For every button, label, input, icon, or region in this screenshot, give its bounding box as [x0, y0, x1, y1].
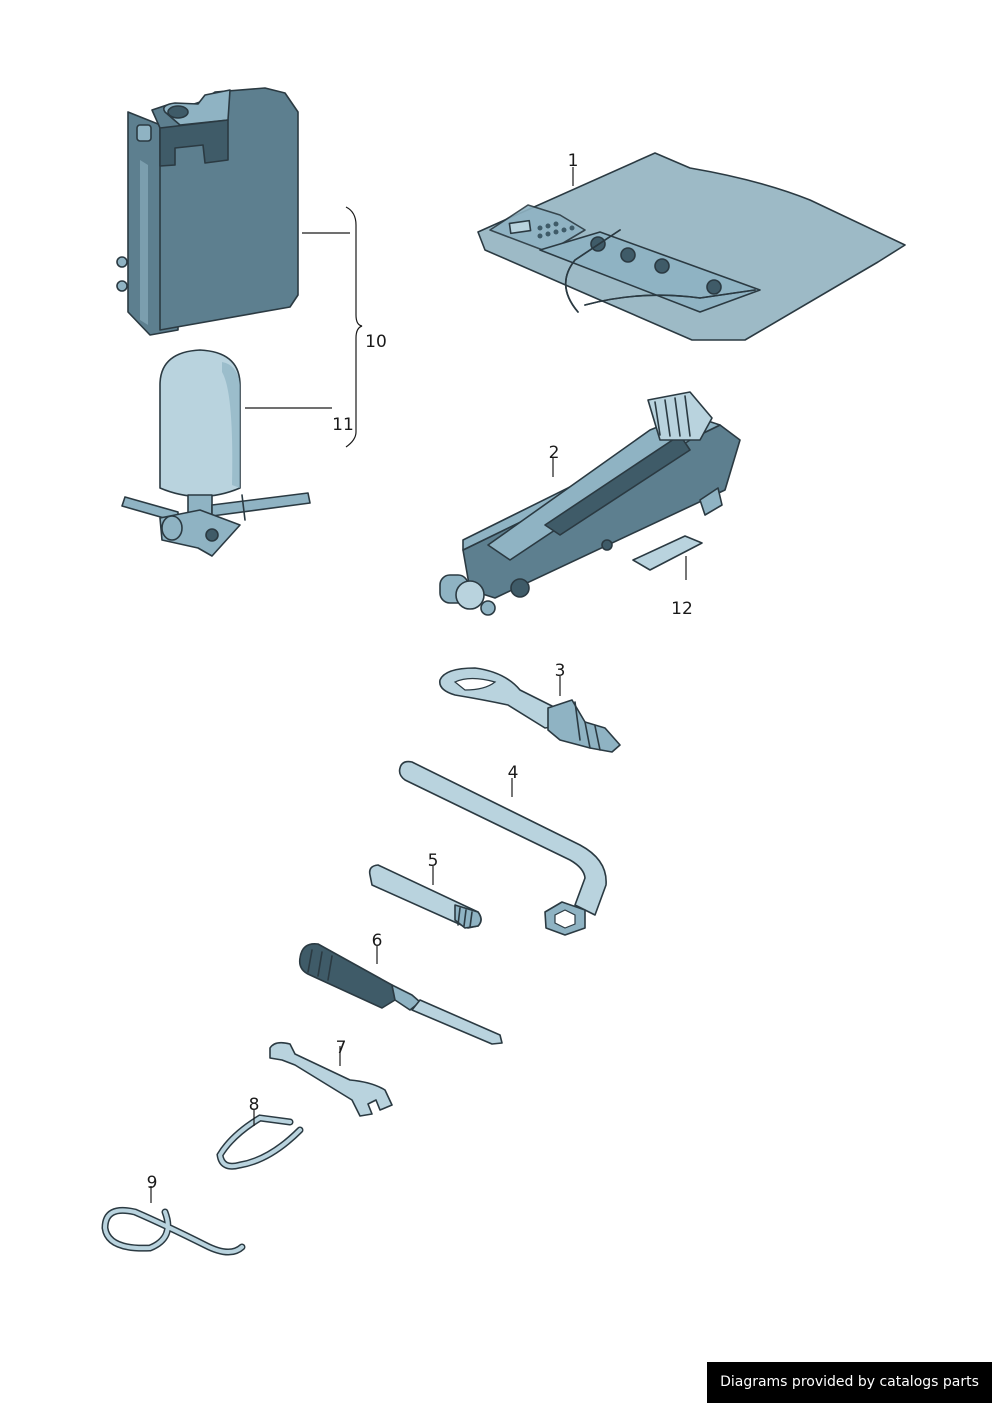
callout-labels: 1 2 3 4 5 6 7 8 9 10 11 12 [147, 151, 693, 1193]
bolt-removal-tool-icon[interactable] [368, 864, 482, 929]
compressor-icon[interactable] [121, 349, 311, 557]
towing-eye-icon[interactable] [438, 667, 621, 753]
wheel-trim-hook-icon[interactable] [216, 1114, 304, 1170]
callout-7: 7 [336, 1038, 347, 1058]
sealant-canister-icon[interactable] [116, 87, 299, 336]
wire-hook-icon[interactable] [101, 1206, 246, 1256]
callout-1: 1 [568, 151, 579, 171]
callout-11: 11 [332, 415, 354, 435]
leader-lines [150, 167, 687, 1203]
screwdriver-icon[interactable] [298, 942, 503, 1045]
callout-10: 10 [365, 332, 387, 352]
label-sticker-icon [632, 535, 703, 571]
tool-roll-icon[interactable] [477, 152, 906, 341]
callout-8: 8 [249, 1095, 260, 1115]
group-bracket [345, 206, 363, 448]
callout-4: 4 [508, 763, 519, 783]
callout-5: 5 [428, 851, 439, 871]
callout-2: 2 [549, 443, 560, 463]
callout-3: 3 [555, 661, 566, 681]
credit-banner: Diagrams provided by catalogs parts [707, 1362, 992, 1403]
wheel-brace-icon[interactable] [398, 760, 607, 936]
callout-6: 6 [372, 931, 383, 951]
open-end-wrench-icon[interactable] [269, 1041, 393, 1117]
scissor-jack-icon[interactable] [439, 391, 741, 616]
callout-9: 9 [147, 1173, 158, 1193]
callout-12: 12 [671, 599, 693, 619]
